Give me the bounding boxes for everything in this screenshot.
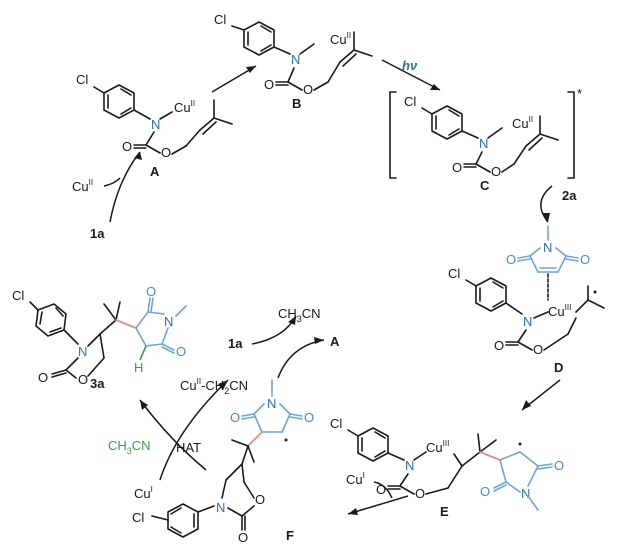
arrow-F-to-3a <box>140 400 206 470</box>
svg-text:N: N <box>405 458 414 473</box>
svg-text:A: A <box>330 334 340 349</box>
svg-text:HAT: HAT <box>176 440 201 455</box>
svg-text:B: B <box>292 96 301 111</box>
svg-text:E: E <box>440 504 449 519</box>
svg-text:Cl: Cl <box>404 94 416 109</box>
svg-text:D: D <box>554 360 563 375</box>
svg-text:1a: 1a <box>228 336 243 351</box>
svg-text:O: O <box>580 252 590 267</box>
svg-text:O: O <box>230 410 240 425</box>
svg-text:O: O <box>304 410 314 425</box>
svg-text:O: O <box>491 164 501 179</box>
cu-label: CuII <box>174 99 195 115</box>
cu-label-B: CuII <box>330 31 351 47</box>
cu2-reagent: CuII <box>72 178 93 194</box>
svg-text:N: N <box>164 314 173 329</box>
svg-text:O: O <box>415 486 425 501</box>
svg-text:O: O <box>122 139 132 154</box>
svg-text:H: H <box>134 360 143 375</box>
svg-text:O: O <box>506 252 516 267</box>
svg-text:O: O <box>78 372 88 387</box>
svg-text:O: O <box>146 284 156 299</box>
svg-text:O: O <box>494 338 504 353</box>
atom-n: N <box>151 117 160 132</box>
svg-text:O: O <box>533 342 543 357</box>
svg-text:Cl: Cl <box>330 416 342 431</box>
ch3cn-reagent: CH3CN <box>108 438 151 456</box>
svg-text:N: N <box>543 240 552 255</box>
svg-text:O: O <box>554 458 564 473</box>
label-A: A <box>150 164 160 179</box>
hv-label: hν <box>402 58 418 73</box>
svg-text:N: N <box>78 344 87 359</box>
svg-text:O: O <box>238 530 248 545</box>
svg-text:2a: 2a <box>562 188 577 203</box>
svg-text:O: O <box>255 492 265 507</box>
svg-text:Cl: Cl <box>132 510 144 525</box>
atom-cl: Cl <box>76 72 88 87</box>
svg-text:N: N <box>523 314 532 329</box>
entry-arrow: CuII 1a <box>72 152 142 241</box>
compound-D: N O O Cl N CuIII O O D <box>448 226 604 375</box>
svg-text:N: N <box>291 52 300 67</box>
compound-B: Cl N CuII O O B <box>214 12 372 111</box>
svg-text:Cl: Cl <box>12 288 24 303</box>
product-3a: Cl N O O N O O H 3a <box>12 284 186 391</box>
svg-text:O: O <box>303 82 313 97</box>
cu-label-E: CuIII <box>426 439 449 455</box>
svg-text:3a: 3a <box>90 376 105 391</box>
svg-text:O: O <box>176 344 186 359</box>
svg-text:O: O <box>264 77 274 92</box>
compound-A: Cl N CuII O O A <box>76 72 232 179</box>
cu-label-C: CuII <box>512 115 533 131</box>
svg-text:O: O <box>161 145 171 160</box>
svg-text:O: O <box>38 370 48 385</box>
cu1-in: CuI <box>134 485 153 501</box>
svg-text:Cl: Cl <box>448 266 460 281</box>
svg-text:Cl: Cl <box>214 12 226 27</box>
hat-cross-arrow <box>160 380 228 480</box>
svg-text:F: F <box>286 528 294 543</box>
svg-text:N: N <box>479 136 488 151</box>
svg-text:*: * <box>577 86 582 101</box>
regeneration: CuII-CH2CN 1a A CH3CN <box>180 306 340 396</box>
compound-E: Cl N CuIII N O O O O E <box>330 416 564 519</box>
svg-text:O: O <box>452 160 462 175</box>
svg-text:C: C <box>480 178 490 193</box>
arrow-E-to-F <box>348 496 408 514</box>
reagent-1a: 1a <box>90 226 105 241</box>
svg-text:N: N <box>267 396 276 411</box>
ch3cn-out: CH3CN <box>278 306 321 324</box>
compound-C: * Cl N CuII O O C <box>390 86 582 193</box>
cu1-released: CuI <box>346 471 365 487</box>
svg-text:N: N <box>216 500 225 515</box>
compound-F: N O O O O N Cl F <box>132 380 314 545</box>
svg-text:O: O <box>480 484 490 499</box>
cu-label-D: CuIII <box>548 303 571 319</box>
